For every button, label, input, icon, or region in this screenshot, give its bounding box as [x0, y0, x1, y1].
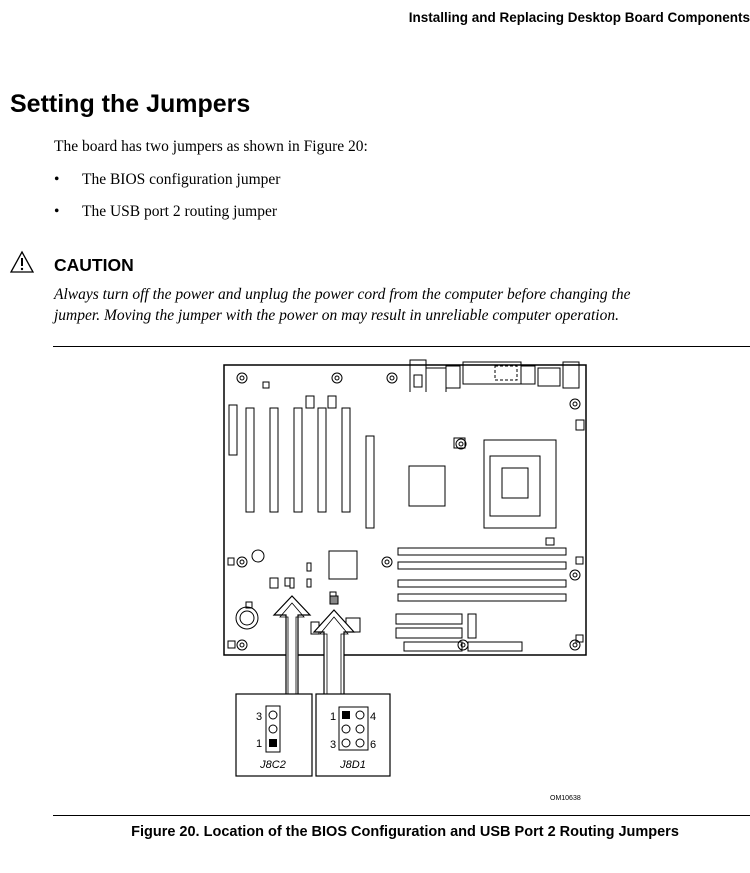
figure-code: OM10638	[550, 795, 581, 802]
pin-label: 1	[330, 711, 336, 723]
jumper-label: J8D1	[339, 759, 366, 771]
list-item-text: The BIOS configuration jumper	[82, 171, 281, 188]
io-chip	[328, 550, 358, 580]
j8d1-callout: 1 4 3 6 J8D1	[315, 693, 391, 777]
back-panel-connectors	[409, 359, 580, 392]
caution-text: Always turn off the power and unplug the…	[54, 284, 744, 326]
pin-label: 4	[370, 711, 376, 723]
arrow-to-j8c2	[272, 595, 312, 694]
motherboard-figure: 3 1 J8C2 1 4 3 6 J8D1 OM10638	[223, 359, 587, 802]
pin-label: 1	[256, 738, 262, 750]
list-item-text: The USB port 2 routing jumper	[82, 203, 278, 220]
warning-icon	[9, 250, 35, 273]
battery	[235, 606, 259, 630]
pin-label: 3	[256, 711, 262, 723]
pin-label: 6	[370, 739, 376, 751]
intro-text: The board has two jumpers as shown in Fi…	[54, 138, 368, 155]
pin-label: 3	[330, 739, 336, 751]
section-title: Setting the Jumpers	[10, 90, 251, 118]
bullet-icon: •	[54, 171, 60, 188]
figure-bottom-rule	[53, 815, 750, 816]
expansion-slots	[228, 404, 375, 529]
jumper-j8d1-location	[329, 595, 339, 605]
arrow-to-j8d1	[312, 609, 356, 694]
memory-slots	[397, 547, 567, 602]
list-item: • The USB port 2 routing jumper	[54, 202, 280, 234]
cpu-socket	[483, 439, 557, 529]
jumper-label: J8C2	[259, 759, 286, 771]
j8c2-callout: 3 1 J8C2	[235, 693, 313, 777]
jumper-list: • The BIOS configuration jumper • The USB …	[54, 170, 280, 234]
figure-caption: Figure 20. Location of the BIOS Configur…	[131, 824, 679, 840]
bullet-icon: •	[54, 203, 60, 220]
chipset	[408, 465, 446, 507]
jumper-j8c2-location	[289, 577, 295, 589]
list-item: • The BIOS configuration jumper	[54, 170, 280, 202]
caution-line: jumper. Moving the jumper with the power…	[54, 307, 619, 324]
board-outline	[223, 364, 587, 656]
running-header: Installing and Replacing Desktop Board C…	[408, 10, 750, 25]
caution-label: CAUTION	[54, 255, 134, 275]
figure-top-rule	[53, 346, 750, 347]
caution-line: Always turn off the power and unplug the…	[54, 286, 631, 303]
